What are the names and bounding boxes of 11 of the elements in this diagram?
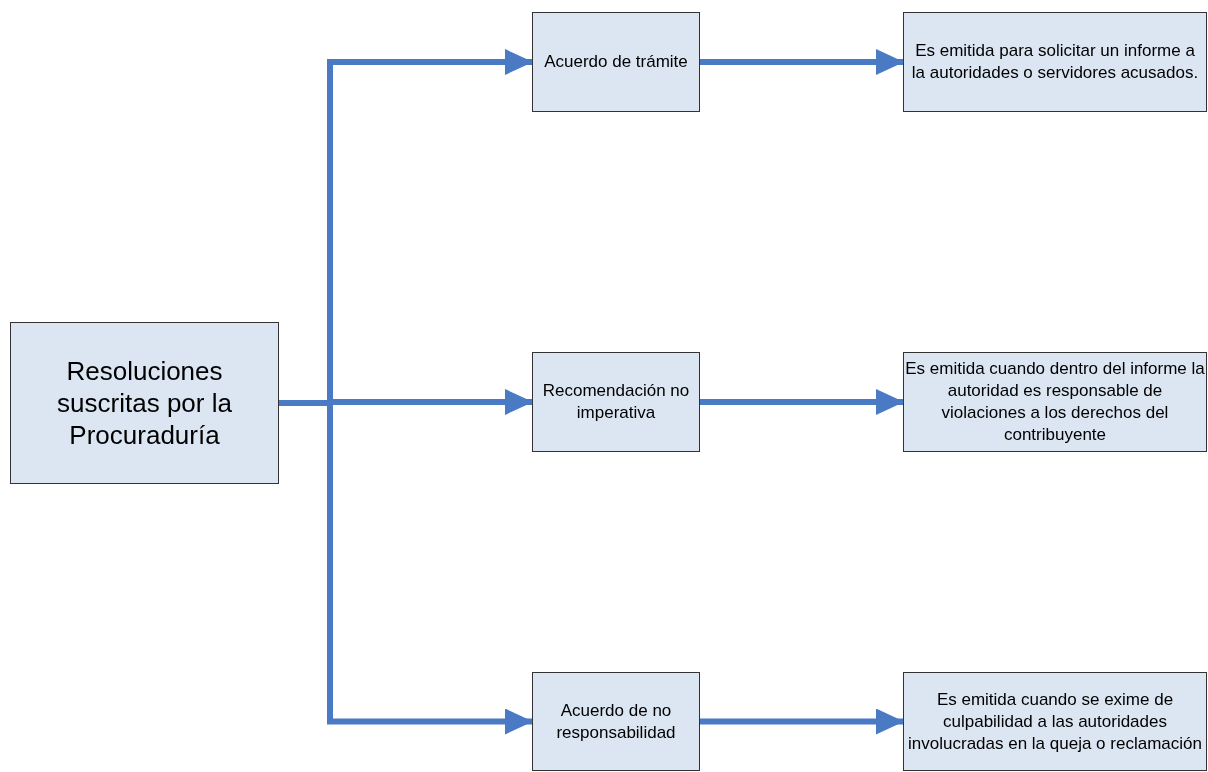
arrow xyxy=(700,389,904,415)
process-box: Resoluciones suscritas por la Procuraduría xyxy=(10,322,279,484)
process-box: Es emitida para solicitar un informe a la autoridades o servidores acusados. xyxy=(903,12,1207,112)
arrow xyxy=(700,708,904,735)
process-box: Recomendación no imperativa xyxy=(532,352,700,452)
arrow xyxy=(700,49,904,75)
process-box: Acuerdo de no responsabilidad xyxy=(532,672,700,771)
process-box: Es emitida cuando dentro del informe la autoridad es responsable de violaciones a los derechos del contribuyente xyxy=(903,352,1207,452)
arrow xyxy=(279,400,533,735)
process-box: Es emitida cuando se exime de culpabilidad a las autoridades involucradas en la queja o reclamación xyxy=(903,672,1207,771)
process-box: Acuerdo de trámite xyxy=(532,12,700,112)
